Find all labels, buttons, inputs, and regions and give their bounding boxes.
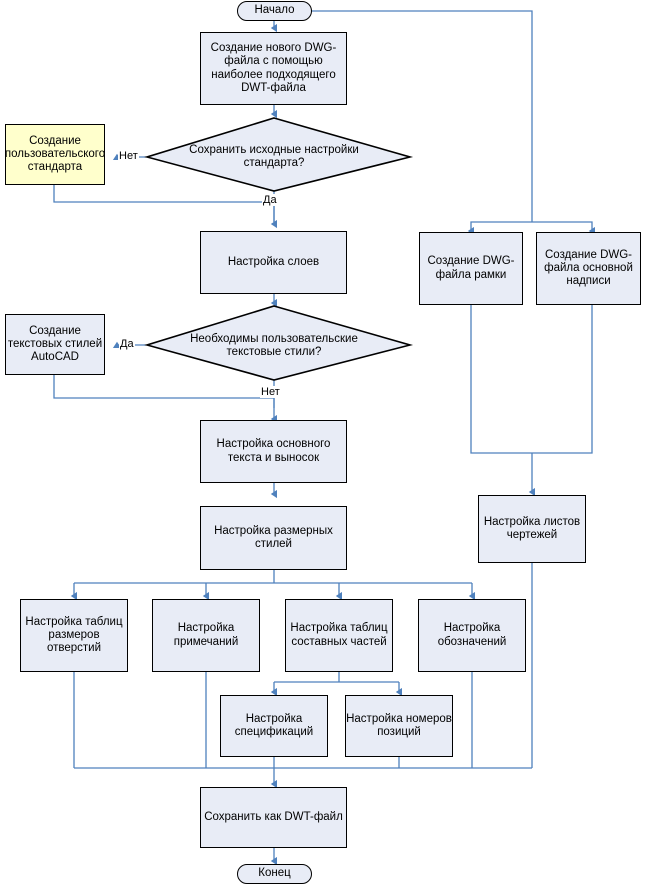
node-titleblock-dwg-label: Создание DWG-файла основной надписи (544, 248, 633, 288)
node-symbols[interactable]: Настройка обозначений (418, 599, 526, 672)
node-start-label: Начало (254, 4, 295, 17)
node-create-dwg[interactable]: Создание нового DWG-файла с помощью наиб… (200, 32, 347, 105)
edge-frame-to-sheets (470, 305, 532, 454)
edge-branch-to-titleblock-dwg (532, 221, 596, 236)
node-sheets-label: Настройка листов чертежей (483, 515, 581, 541)
node-custom-standard-label: Создание пользовательского стандарта (4, 134, 106, 174)
node-decision-text-styles[interactable]: Необходимы пользовательские текстовые ст… (168, 325, 380, 367)
node-autocad-text-styles[interactable]: Создание текстовых стилей AutoCAD (5, 314, 105, 375)
node-balloons[interactable]: Настройка номеров позиций (345, 695, 453, 757)
node-decision-standard-label: Сохранить исходные настройки стандарта? (189, 143, 359, 169)
edge-custom-standard-rejoin (53, 185, 274, 203)
node-custom-standard[interactable]: Создание пользовательского стандарта (5, 124, 105, 185)
node-decision-standard[interactable]: Сохранить исходные настройки стандарта? (174, 134, 374, 180)
node-hole-tables-label: Настройка таблиц размеров отверстий (25, 615, 123, 655)
edge-label-standard-yes: Да (262, 194, 278, 206)
node-specifications-label: Настройка спецификаций (234, 712, 314, 738)
node-symbols-label: Настройка обозначений (437, 622, 507, 648)
node-layers-label: Настройка слоев (227, 255, 320, 268)
node-layers[interactable]: Настройка слоев (200, 231, 347, 294)
node-main-text-label: Настройка основного текста и выносок (216, 438, 331, 464)
node-save-dwt-label: Сохранить как DWT-файл (204, 810, 343, 823)
node-parts-tables-label: Настройка таблиц составных частей (290, 622, 388, 648)
edge-branch-to-frame-dwg (467, 221, 532, 236)
node-frame-dwg[interactable]: Создание DWG-файла рамки (419, 232, 523, 305)
node-autocad-text-styles-label: Создание текстовых стилей AutoCAD (7, 324, 103, 364)
node-notes-label: Настройка примечаний (173, 622, 239, 648)
edge-autocad-text-rejoin (53, 375, 274, 399)
node-main-text[interactable]: Настройка основного текста и выносок (200, 420, 347, 483)
node-end[interactable]: Конец (237, 864, 312, 884)
node-sheets[interactable]: Настройка листов чертежей (478, 495, 586, 563)
node-create-dwg-label: Создание нового DWG-файла с помощью наиб… (210, 42, 337, 94)
node-save-dwt[interactable]: Сохранить как DWT-файл (200, 787, 347, 848)
node-decision-text-styles-label: Необходимы пользовательские текстовые ст… (190, 332, 358, 358)
node-hole-tables[interactable]: Настройка таблиц размеров отверстий (20, 599, 128, 672)
node-frame-dwg-label: Создание DWG-файла рамки (427, 255, 515, 281)
edge-label-standard-no: Нет (118, 150, 139, 162)
edge-titleblock-to-sheets (532, 305, 593, 454)
node-dim-styles-label: Настройка размерных стилей (214, 524, 333, 550)
node-specifications[interactable]: Настройка спецификаций (220, 695, 328, 757)
edge-label-text-styles-no: Нет (260, 386, 281, 398)
node-notes[interactable]: Настройка примечаний (152, 599, 260, 672)
node-dim-styles[interactable]: Настройка размерных стилей (200, 506, 347, 570)
edge-label-text-styles-yes: Да (119, 338, 135, 350)
node-start[interactable]: Начало (237, 1, 312, 21)
node-parts-tables[interactable]: Настройка таблиц составных частей (285, 599, 393, 672)
node-balloons-label: Настройка номеров позиций (346, 712, 452, 738)
node-end-label: Конец (258, 867, 291, 880)
node-titleblock-dwg[interactable]: Создание DWG-файла основной надписи (536, 232, 641, 305)
